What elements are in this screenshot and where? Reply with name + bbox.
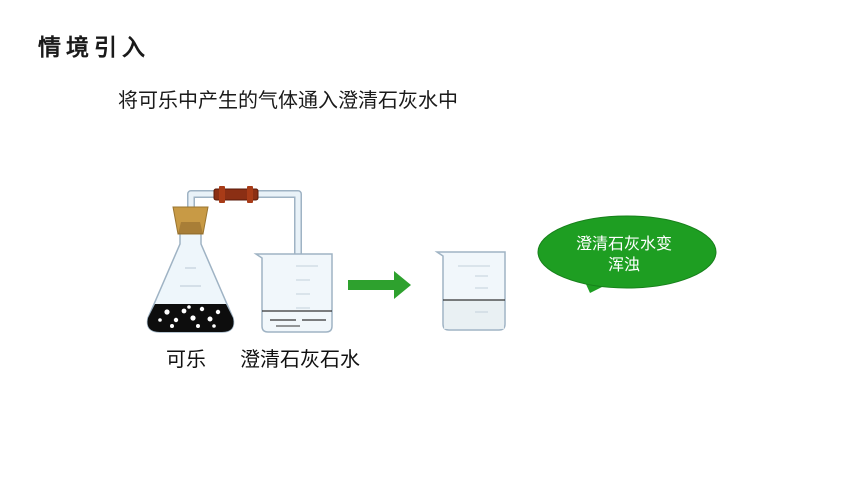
flask-label: 可乐 — [166, 347, 206, 371]
rubber-connector — [213, 186, 259, 203]
delivery-tube — [187, 190, 302, 320]
speech-bubble-text: 澄清石灰水变 浑浊 — [560, 233, 688, 275]
bubble-line-1: 澄清石灰水变 — [575, 234, 672, 253]
slide-title: 情境引入 — [38, 35, 150, 61]
cola-bubbles — [158, 305, 221, 328]
beaker-label: 澄清石灰石水 — [240, 347, 360, 371]
slide-subtitle: 将可乐中产生的气体通入澄清石灰水中 — [118, 88, 458, 112]
bubble-line-2: 浑浊 — [607, 255, 640, 274]
beaker-limewater — [253, 253, 333, 333]
arrow-right-icon — [348, 271, 411, 299]
beaker-turbid — [434, 251, 506, 331]
speech-bubble — [537, 215, 717, 293]
cork-stopper — [172, 206, 209, 235]
erlenmeyer-flask — [146, 231, 235, 333]
